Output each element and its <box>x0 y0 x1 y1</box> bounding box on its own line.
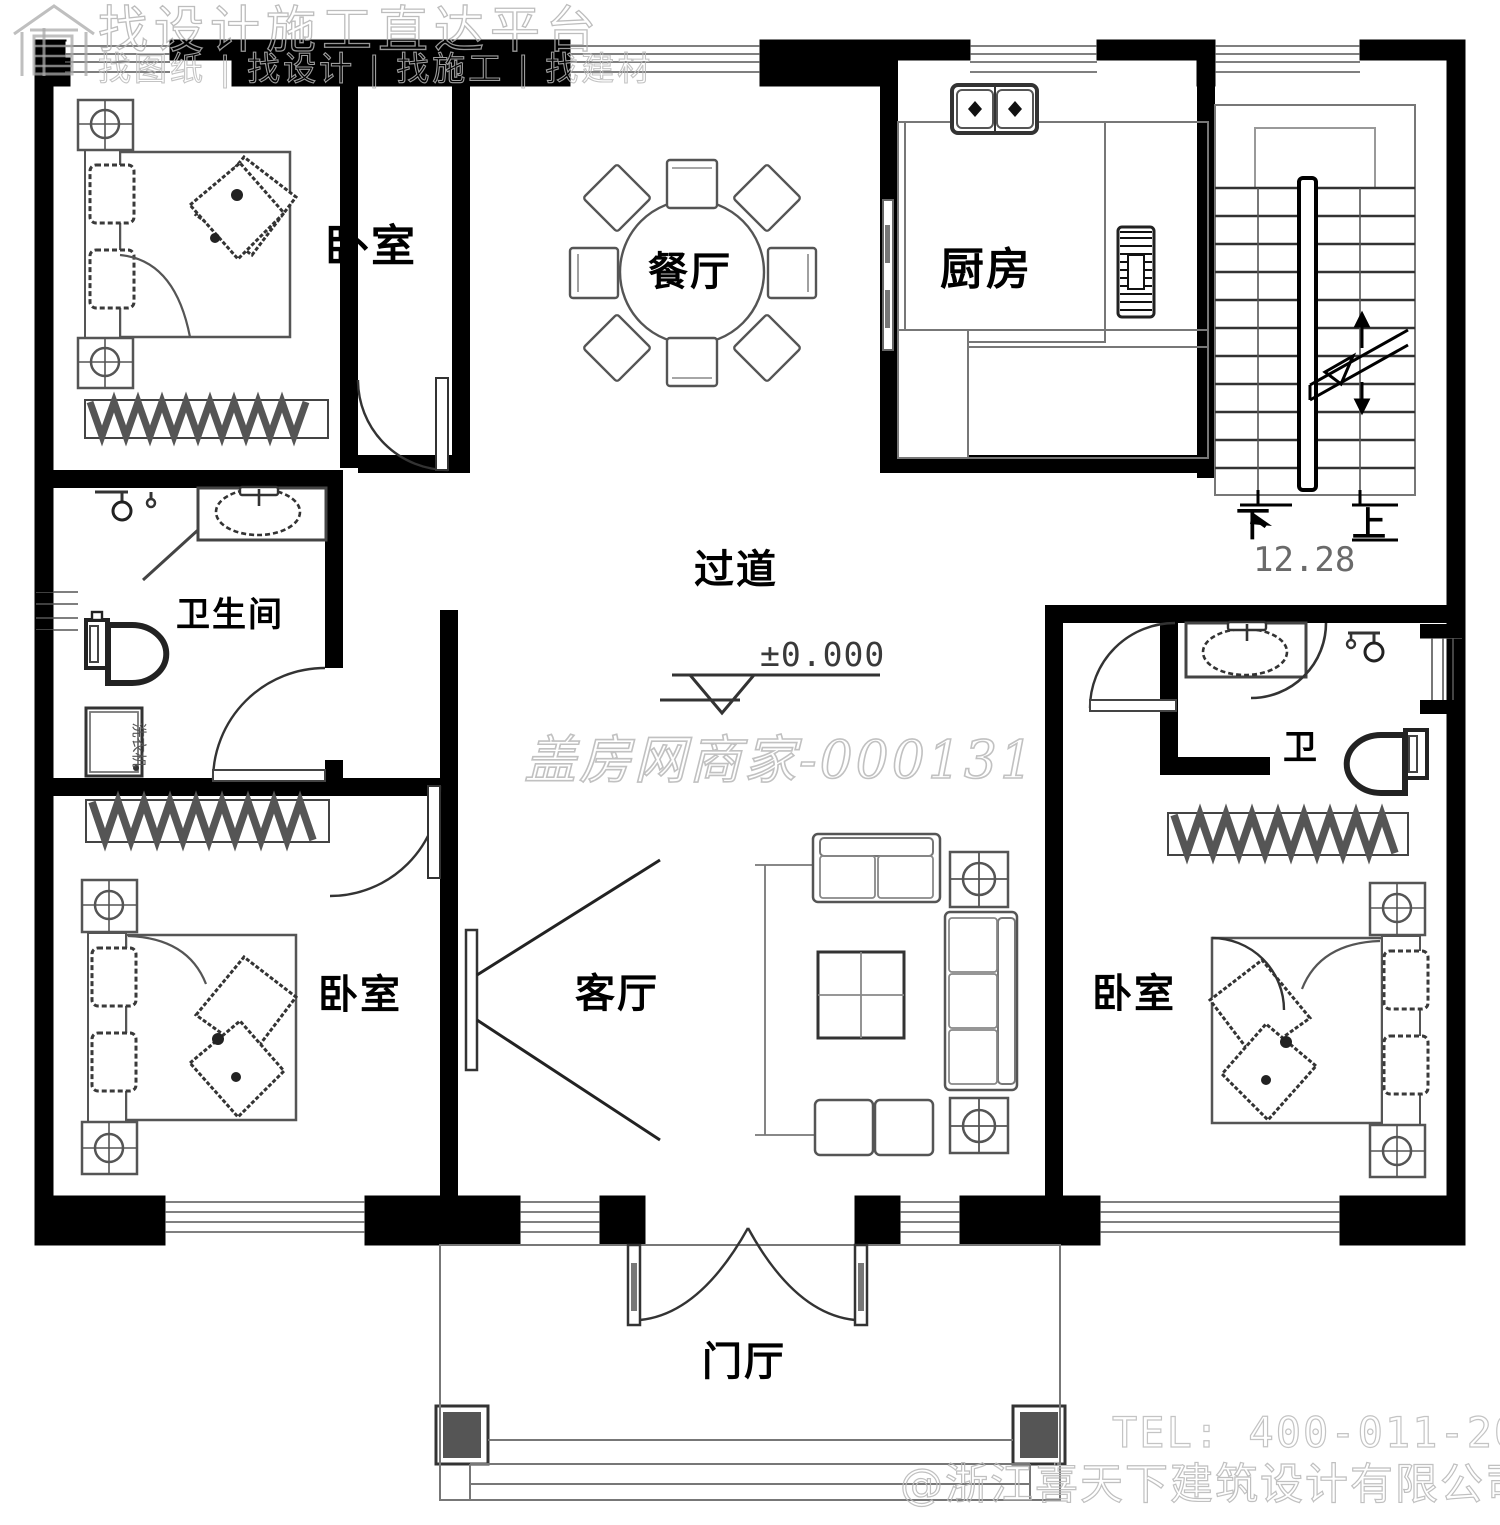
dining-chair-details <box>577 167 809 379</box>
porch-columns <box>434 1404 1067 1466</box>
door-bathroom-small <box>1088 621 1177 712</box>
staircase <box>1214 104 1416 542</box>
toilet-icon <box>84 610 170 686</box>
kitchen-door <box>882 199 894 351</box>
stair-direction-arrows <box>1308 310 1409 416</box>
sofa-right <box>943 910 1019 1092</box>
room-label-bedroom-right: 卧室 <box>1092 971 1176 1017</box>
coffee-table <box>816 950 906 1040</box>
shower-head-icon-small <box>1345 631 1385 663</box>
bedroom-bottom-left-furniture <box>80 785 442 1176</box>
bedroom-right-furniture <box>1167 803 1430 1179</box>
dining-furniture <box>568 158 818 388</box>
washing-machine: 洗衣机 <box>84 706 148 778</box>
stair-down-label: 下 <box>1236 505 1270 545</box>
door-bedroom-top-left <box>356 377 449 472</box>
side-table-top <box>948 850 1010 909</box>
room-label-bedroom-top-left: 卧室 <box>325 221 417 272</box>
stair-up-label: 上 <box>1352 505 1386 545</box>
room-label-bathroom-small: 卫 <box>1283 728 1319 768</box>
room-label-entry: 门厅 <box>702 1339 786 1385</box>
toilet-icon-small <box>1343 728 1429 796</box>
side-table-bottom <box>948 1096 1010 1155</box>
room-label-living: 客厅 <box>575 971 659 1017</box>
svg-text:洗衣机: 洗衣机 <box>130 722 148 767</box>
entry-porch <box>434 1227 1067 1501</box>
door-bedroom-right <box>1211 936 1286 1011</box>
windows-top <box>65 45 1360 73</box>
curtain-bottom-left <box>85 790 330 852</box>
bathroom-small-fixtures <box>1088 620 1429 796</box>
wall-right-window-frame <box>1420 624 1465 714</box>
stair-dimension-label: 12.28 <box>1253 540 1356 580</box>
living-room-sliding-door <box>464 858 661 1142</box>
wall-left-window-frame <box>35 578 53 644</box>
room-label-bedroom-bottom-left: 卧室 <box>318 972 402 1018</box>
curtain-top-left <box>84 391 329 447</box>
kitchen-sink <box>950 83 1039 135</box>
entry-double-doors <box>626 1227 869 1327</box>
room-label-bathroom-main: 卫生间 <box>176 595 284 635</box>
bathroom-main-fixtures: 洗衣机 <box>84 485 328 782</box>
room-label-kitchen: 厨房 <box>940 244 1032 295</box>
ottoman-pair <box>813 1098 935 1157</box>
bedroom-top-left-furniture <box>76 98 449 472</box>
room-label-hallway: 过道 <box>694 547 778 593</box>
kitchen-furniture <box>882 83 1209 459</box>
sofa-top <box>811 832 942 904</box>
room-label-dining: 餐厅 <box>648 249 732 295</box>
door-bedroom-bottom-left <box>329 785 442 898</box>
curtain-right <box>1167 803 1409 865</box>
door-bathroom-main <box>211 666 326 782</box>
faucet-icon <box>238 485 280 506</box>
faucet-icon-small <box>1226 620 1268 641</box>
elevation-marker-symbol <box>660 673 880 716</box>
living-room-furniture <box>464 832 1019 1157</box>
interior-walls <box>53 58 1465 1210</box>
windows-bottom <box>165 1201 1340 1233</box>
shower-head-icon <box>95 490 157 522</box>
refrigerator <box>1116 225 1156 319</box>
floor-elevation-label: ±0.000 <box>760 635 886 674</box>
